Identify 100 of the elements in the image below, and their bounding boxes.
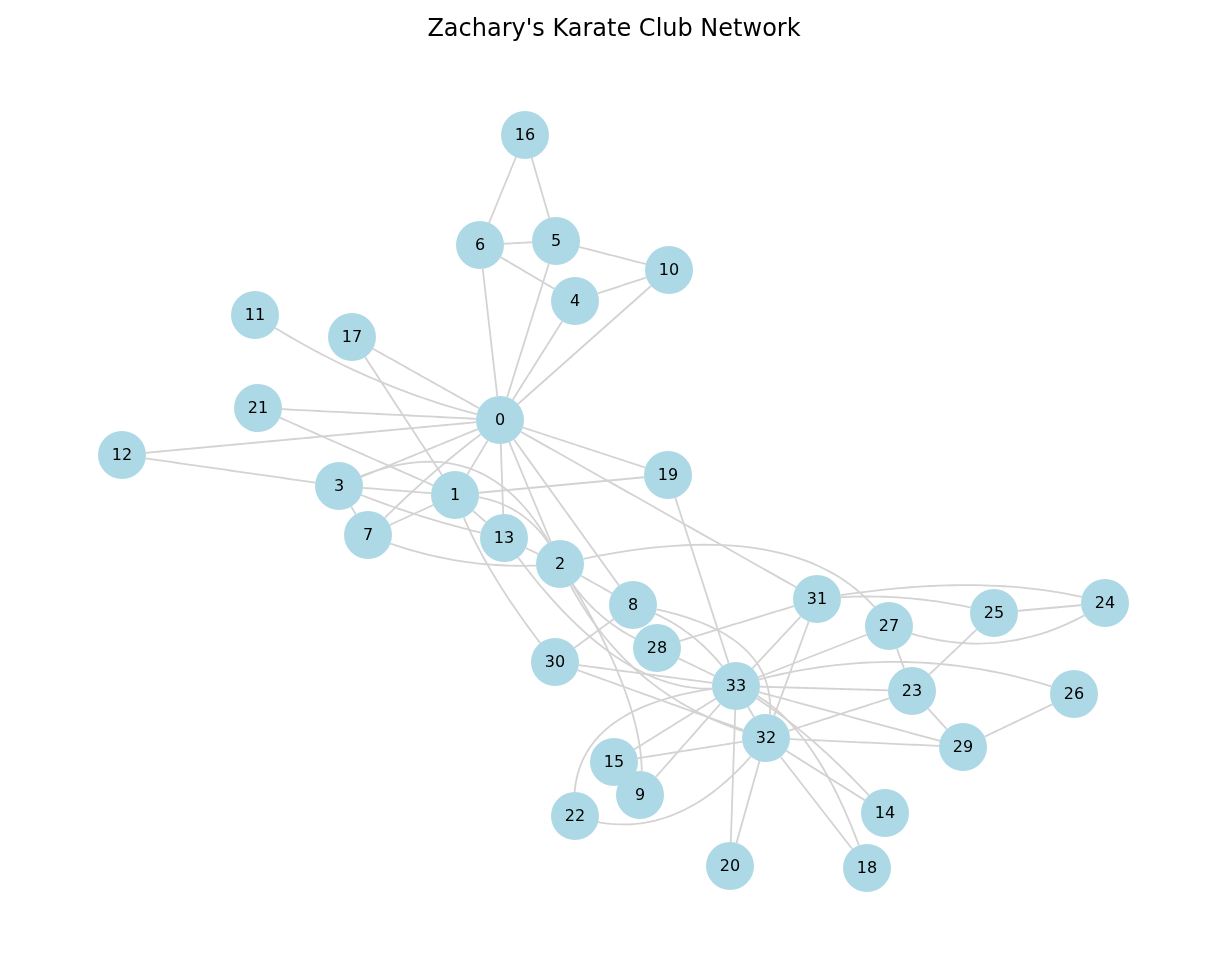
node-label: 18	[856, 860, 878, 876]
node-circle	[456, 221, 504, 269]
edge-line	[388, 504, 435, 526]
node-label: 12	[111, 447, 133, 463]
node-circle	[431, 471, 479, 519]
node-label: 0	[494, 412, 506, 428]
node-label: 2	[554, 556, 566, 572]
edge-line	[571, 583, 636, 640]
node-label: 1	[449, 487, 461, 503]
node-circle	[742, 714, 790, 762]
node-circle	[315, 462, 363, 510]
edge-line	[360, 460, 550, 544]
node-label: 22	[564, 808, 586, 824]
node-label: 26	[1063, 686, 1085, 702]
node-label: 8	[627, 597, 639, 613]
node-circle	[861, 789, 909, 837]
edge-line	[508, 441, 552, 543]
node-label: 29	[952, 739, 974, 755]
node-circle	[633, 624, 681, 672]
edge-line	[927, 707, 948, 731]
node-label: 16	[514, 127, 536, 143]
node-label: 7	[362, 527, 374, 543]
edge-line	[478, 496, 550, 544]
node-circle	[480, 514, 528, 562]
edge-line	[839, 584, 1083, 598]
edge-line	[360, 428, 479, 478]
node-circle	[328, 313, 376, 361]
node-circle	[644, 451, 692, 499]
node-circle	[793, 575, 841, 623]
edge-line	[758, 691, 941, 742]
edge-line	[636, 740, 744, 760]
node-label: 30	[544, 654, 566, 670]
node-label: 4	[569, 293, 581, 309]
edge-line	[520, 430, 797, 589]
node-label: 10	[658, 262, 680, 278]
edge-line	[350, 505, 357, 516]
edge-line	[573, 687, 714, 793]
edge-line	[757, 633, 868, 679]
node-label: 9	[634, 787, 646, 803]
edge-line	[573, 618, 615, 649]
edge-line	[779, 756, 854, 850]
node-label: 27	[878, 618, 900, 634]
node-circle	[590, 738, 638, 786]
node-circle	[843, 844, 891, 892]
edge-line	[466, 439, 489, 476]
chart-title: Zachary's Karate Club Network	[427, 14, 801, 42]
node-circle	[536, 540, 584, 588]
node-circle	[98, 431, 146, 479]
node-label: 6	[474, 237, 486, 253]
node-label: 5	[550, 233, 562, 249]
node-label: 3	[333, 478, 345, 494]
edge-line	[896, 647, 905, 670]
edge-line	[506, 263, 550, 398]
edge-line	[281, 408, 477, 420]
node-circle	[531, 638, 579, 686]
node-circle	[616, 771, 664, 819]
node-label: 31	[806, 591, 828, 607]
node-label: 20	[719, 858, 741, 874]
edge-line	[654, 703, 722, 778]
edge-line	[499, 256, 556, 290]
edge-line	[785, 749, 866, 802]
edge-line	[983, 703, 1054, 738]
edge-line	[517, 285, 652, 405]
node-circle	[609, 581, 657, 629]
node-label: 15	[603, 754, 625, 770]
edge-line	[488, 156, 517, 224]
node-circle	[865, 602, 913, 650]
edge-line	[729, 709, 737, 843]
node-label: 23	[901, 683, 923, 699]
edge-line	[372, 347, 480, 410]
edge-line	[674, 496, 730, 665]
edge-line	[144, 457, 317, 484]
edge-line	[840, 595, 972, 609]
edge-line	[756, 695, 860, 847]
node-circle	[939, 723, 987, 771]
edge-line	[787, 697, 891, 732]
edge-line	[530, 157, 551, 219]
edge-line	[633, 697, 717, 751]
node-label: 17	[341, 329, 363, 345]
edge-line	[521, 426, 647, 469]
edge-line	[481, 267, 499, 398]
edge-line	[503, 241, 533, 245]
node-circle	[1050, 670, 1098, 718]
edge-line	[910, 614, 1086, 645]
edge-line	[511, 320, 564, 401]
node-label: 32	[755, 730, 777, 746]
edge-line	[759, 685, 889, 692]
edge-line	[928, 628, 978, 676]
edge-line	[274, 327, 478, 416]
edge-line	[596, 276, 648, 295]
node-label: 25	[983, 605, 1005, 621]
edge-line	[679, 605, 795, 642]
edge-line	[499, 443, 505, 515]
node-label: 28	[646, 640, 668, 656]
node-circle	[501, 111, 549, 159]
node-label: 11	[244, 307, 266, 323]
edge-line	[582, 543, 876, 608]
node-label: 13	[493, 530, 515, 546]
edge-line	[462, 516, 542, 644]
edge-line	[655, 608, 772, 716]
